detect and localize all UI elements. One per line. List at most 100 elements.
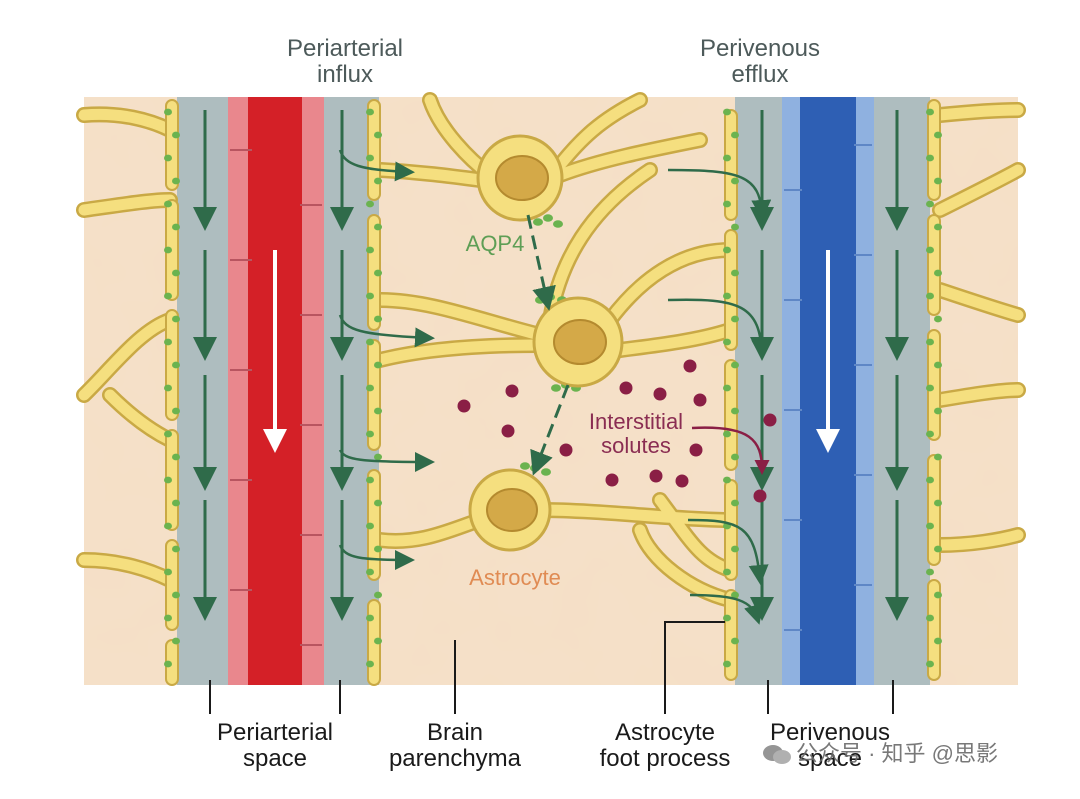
solute-particle (683, 359, 697, 373)
aqp4-dot (543, 214, 553, 222)
solute-particle (649, 469, 663, 483)
aqp4-dot (926, 338, 934, 346)
aqp4-dot (731, 223, 739, 231)
perivascular-flow-arrows (193, 110, 909, 621)
aqp4-dot (164, 246, 172, 254)
efflux-arrows (667, 168, 772, 625)
aqp4-dot (934, 637, 942, 645)
aqp4-dot (934, 315, 942, 323)
brain-parenchyma-label: Brain parenchyma (388, 719, 522, 773)
aqp4-dot (723, 292, 731, 300)
aqp4-dot (723, 568, 731, 576)
aqp4-dot (172, 361, 180, 369)
aqp4-dot (366, 200, 374, 208)
aqp4-dot (374, 407, 382, 415)
aqp4-dot (723, 246, 731, 254)
aqp4-dot (926, 568, 934, 576)
aqp4-dot (366, 338, 374, 346)
solute-particle (693, 393, 707, 407)
aqp4-dot (164, 292, 172, 300)
aqp4-dot (366, 660, 374, 668)
aqp4-dot (164, 660, 172, 668)
aqp4-dot (551, 384, 561, 392)
aqp4-dot (164, 108, 172, 116)
aqp4-channels (164, 108, 942, 668)
aqp4-dot (926, 522, 934, 530)
aqp4-dot (374, 269, 382, 277)
aqp4-dot (172, 545, 180, 553)
aqp4-dot (934, 453, 942, 461)
aqp4-dot (172, 591, 180, 599)
aqp4-dot (172, 177, 180, 185)
aqp4-dot (553, 220, 563, 228)
transcellular-path (526, 214, 570, 476)
aqp4-dot (164, 200, 172, 208)
aqp4-dot (926, 292, 934, 300)
aqp4-dot (723, 384, 731, 392)
perivenous-space-label: Perivenous space (769, 719, 891, 773)
aqp4-dot (172, 223, 180, 231)
aqp4-dot (934, 407, 942, 415)
aqp4-dot (164, 154, 172, 162)
solute-particle (763, 413, 777, 427)
astrocyte-foot-process-label: Astrocyte foot process (599, 719, 731, 773)
aqp4-dot (366, 568, 374, 576)
aqp4-dot (374, 591, 382, 599)
aqp4-dot (164, 614, 172, 622)
aqp4-dot (164, 338, 172, 346)
aqp4-dot (366, 246, 374, 254)
periarterial-space-label: Periarterial space (216, 719, 334, 773)
vein (782, 97, 874, 685)
aqp4-dot (366, 292, 374, 300)
aqp4-dot (374, 131, 382, 139)
aqp4-dot (374, 637, 382, 645)
aqp4-dot (731, 545, 739, 553)
solute-particle (605, 473, 619, 487)
aqp4-dot (926, 384, 934, 392)
aqp4-dot (533, 218, 543, 226)
astrocyte-middle (532, 296, 624, 388)
aqp4-dot (731, 453, 739, 461)
aqp4-dot (366, 522, 374, 530)
aqp4-dot (374, 315, 382, 323)
aqp4-dot (723, 154, 731, 162)
aqp4-dot (172, 269, 180, 277)
aqp4-dot (374, 361, 382, 369)
astrocyte-upper (476, 134, 564, 222)
artery (228, 97, 324, 685)
aqp4-dot (934, 269, 942, 277)
aqp4-dot (374, 545, 382, 553)
perivenous-efflux-label: Perivenous efflux (699, 35, 821, 89)
aqp4-dot (366, 108, 374, 116)
aqp4-dot (723, 430, 731, 438)
interstitial-solutes (457, 359, 777, 503)
solute-particle (689, 443, 703, 457)
aqp4-dot (926, 108, 934, 116)
aqp4-dot (172, 131, 180, 139)
aqp4-dot (723, 476, 731, 484)
wechat-icon (762, 744, 792, 766)
solute-particle (505, 384, 519, 398)
aqp4-dot (172, 315, 180, 323)
aqp4-dot (172, 499, 180, 507)
aqp4-dot (366, 614, 374, 622)
aqp4-dot (731, 637, 739, 645)
aqp4-dot (366, 476, 374, 484)
aqp4-dot (731, 131, 739, 139)
aqp4-dot (723, 108, 731, 116)
aqp4-dot (723, 614, 731, 622)
aqp4-dot (926, 246, 934, 254)
aqp4-dot (731, 407, 739, 415)
aqp4-label: AQP4 (465, 231, 525, 256)
aqp4-dot (366, 154, 374, 162)
aqp4-dot (541, 468, 551, 476)
aqp4-dot (934, 223, 942, 231)
solute-particle (559, 443, 573, 457)
interstitial-solutes-label: Interstitial solutes (588, 409, 684, 459)
solute-particle (753, 489, 767, 503)
solute-particle (675, 474, 689, 488)
aqp4-dot (934, 591, 942, 599)
aqp4-dot (172, 453, 180, 461)
aqp4-dot (731, 361, 739, 369)
